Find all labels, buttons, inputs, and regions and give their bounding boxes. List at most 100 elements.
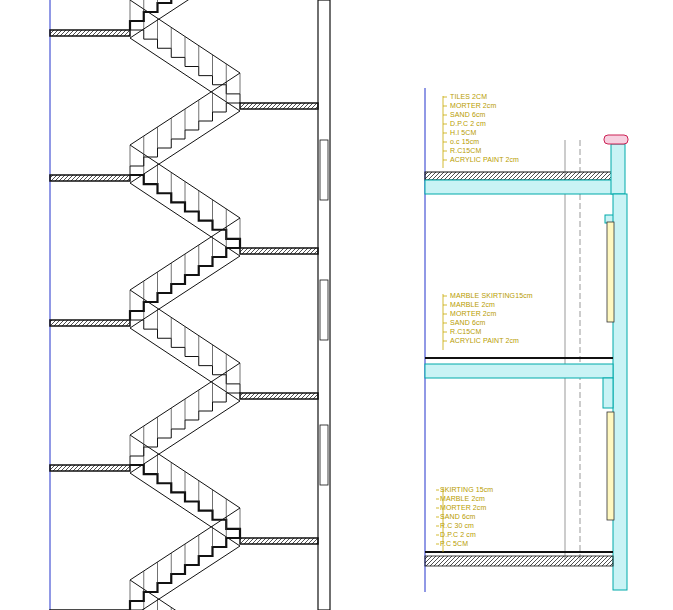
baluster bbox=[171, 553, 172, 574]
baluster bbox=[240, 508, 241, 529]
baluster bbox=[198, 390, 199, 411]
landing bbox=[50, 320, 130, 326]
grid-line bbox=[425, 88, 426, 592]
baluster bbox=[226, 372, 227, 393]
material-label: D.P.C 2 cm bbox=[440, 531, 476, 539]
handrail bbox=[130, 580, 240, 610]
leader-tick bbox=[436, 517, 439, 518]
stair-flight bbox=[130, 320, 240, 393]
handrail bbox=[130, 218, 240, 290]
baluster bbox=[157, 453, 158, 474]
grid-line bbox=[50, 0, 51, 610]
leader-tick bbox=[443, 314, 447, 315]
material-label: SAND 6cm bbox=[440, 513, 475, 521]
material-label: MARBLE SKIRTING15cm bbox=[450, 292, 533, 300]
baluster bbox=[240, 363, 241, 384]
leader-tick bbox=[443, 305, 447, 306]
leader-tick bbox=[443, 115, 447, 116]
stair-flight bbox=[130, 103, 240, 175]
baluster bbox=[212, 345, 213, 366]
landing bbox=[50, 175, 130, 181]
baluster bbox=[157, 308, 158, 329]
window bbox=[607, 412, 614, 520]
baluster bbox=[143, 136, 144, 157]
leader-tick bbox=[436, 544, 439, 545]
leader-tick bbox=[443, 151, 447, 152]
leader-tick bbox=[443, 323, 447, 324]
baluster bbox=[157, 18, 158, 39]
leader-tick bbox=[443, 296, 447, 297]
floor-finish bbox=[425, 551, 613, 553]
dimension-line bbox=[580, 140, 581, 560]
material-label: R.C15CM bbox=[450, 147, 481, 155]
stair-flight bbox=[130, 30, 240, 103]
material-label: MORTER 2cm bbox=[450, 102, 496, 110]
baluster bbox=[198, 481, 199, 502]
leader-tick bbox=[436, 499, 439, 500]
baluster bbox=[143, 426, 144, 447]
stair-soffit bbox=[130, 0, 240, 38]
window bbox=[320, 425, 328, 485]
baluster bbox=[171, 317, 172, 338]
baluster bbox=[185, 37, 186, 58]
baluster bbox=[240, 218, 241, 239]
window bbox=[607, 222, 614, 322]
handrail bbox=[130, 508, 240, 580]
baluster bbox=[185, 544, 186, 565]
leader-tick bbox=[436, 535, 439, 536]
baluster bbox=[171, 263, 172, 284]
baluster bbox=[157, 163, 158, 184]
baluster bbox=[212, 200, 213, 221]
baluster bbox=[157, 0, 158, 3]
landing bbox=[240, 538, 318, 544]
stair-flight bbox=[130, 465, 240, 538]
material-label: P.C 5CM bbox=[440, 540, 468, 548]
baluster bbox=[130, 580, 131, 601]
leader-tick bbox=[443, 133, 447, 134]
handrail bbox=[130, 73, 240, 145]
stair-flight bbox=[130, 0, 240, 30]
baluster bbox=[143, 0, 144, 12]
baluster bbox=[171, 462, 172, 483]
baluster bbox=[212, 381, 213, 402]
baluster bbox=[226, 82, 227, 103]
roof-finish bbox=[425, 172, 613, 180]
leader-tick bbox=[436, 490, 439, 491]
staircase bbox=[50, 0, 328, 610]
baluster bbox=[185, 327, 186, 348]
baluster bbox=[171, 118, 172, 139]
material-label: SAND 6cm bbox=[450, 111, 485, 119]
baluster bbox=[171, 408, 172, 429]
material-label: MARBLE 2cm bbox=[450, 301, 495, 309]
baluster bbox=[198, 336, 199, 357]
material-label: SKIRTING 15cm bbox=[440, 486, 493, 494]
landing bbox=[240, 103, 318, 109]
baluster bbox=[198, 535, 199, 556]
material-label: R.C 30 cm bbox=[440, 522, 474, 530]
floor-slab bbox=[425, 364, 613, 378]
baluster bbox=[212, 526, 213, 547]
material-label: MARBLE 2cm bbox=[440, 495, 485, 503]
baluster bbox=[226, 227, 227, 248]
baluster bbox=[130, 435, 131, 456]
leader-tick bbox=[443, 341, 447, 342]
material-label: TILES 2CM bbox=[450, 93, 487, 101]
material-label: o.c 15cm bbox=[450, 138, 479, 146]
roof-slab bbox=[425, 180, 613, 194]
material-label: D.P.C 2 cm bbox=[450, 120, 486, 128]
baluster bbox=[212, 91, 213, 112]
baluster bbox=[185, 472, 186, 493]
leader-tick bbox=[443, 106, 447, 107]
handrail bbox=[130, 363, 240, 435]
landing bbox=[50, 30, 130, 36]
handrail bbox=[130, 145, 240, 218]
material-label: ACRYLIC PAINT 2cm bbox=[450, 156, 519, 164]
stair-wall bbox=[318, 0, 330, 610]
baluster bbox=[198, 245, 199, 266]
material-label: MORTER 2cm bbox=[450, 310, 496, 318]
baluster bbox=[157, 127, 158, 148]
baluster bbox=[157, 562, 158, 583]
leader-tick bbox=[443, 332, 447, 333]
baluster bbox=[171, 172, 172, 193]
